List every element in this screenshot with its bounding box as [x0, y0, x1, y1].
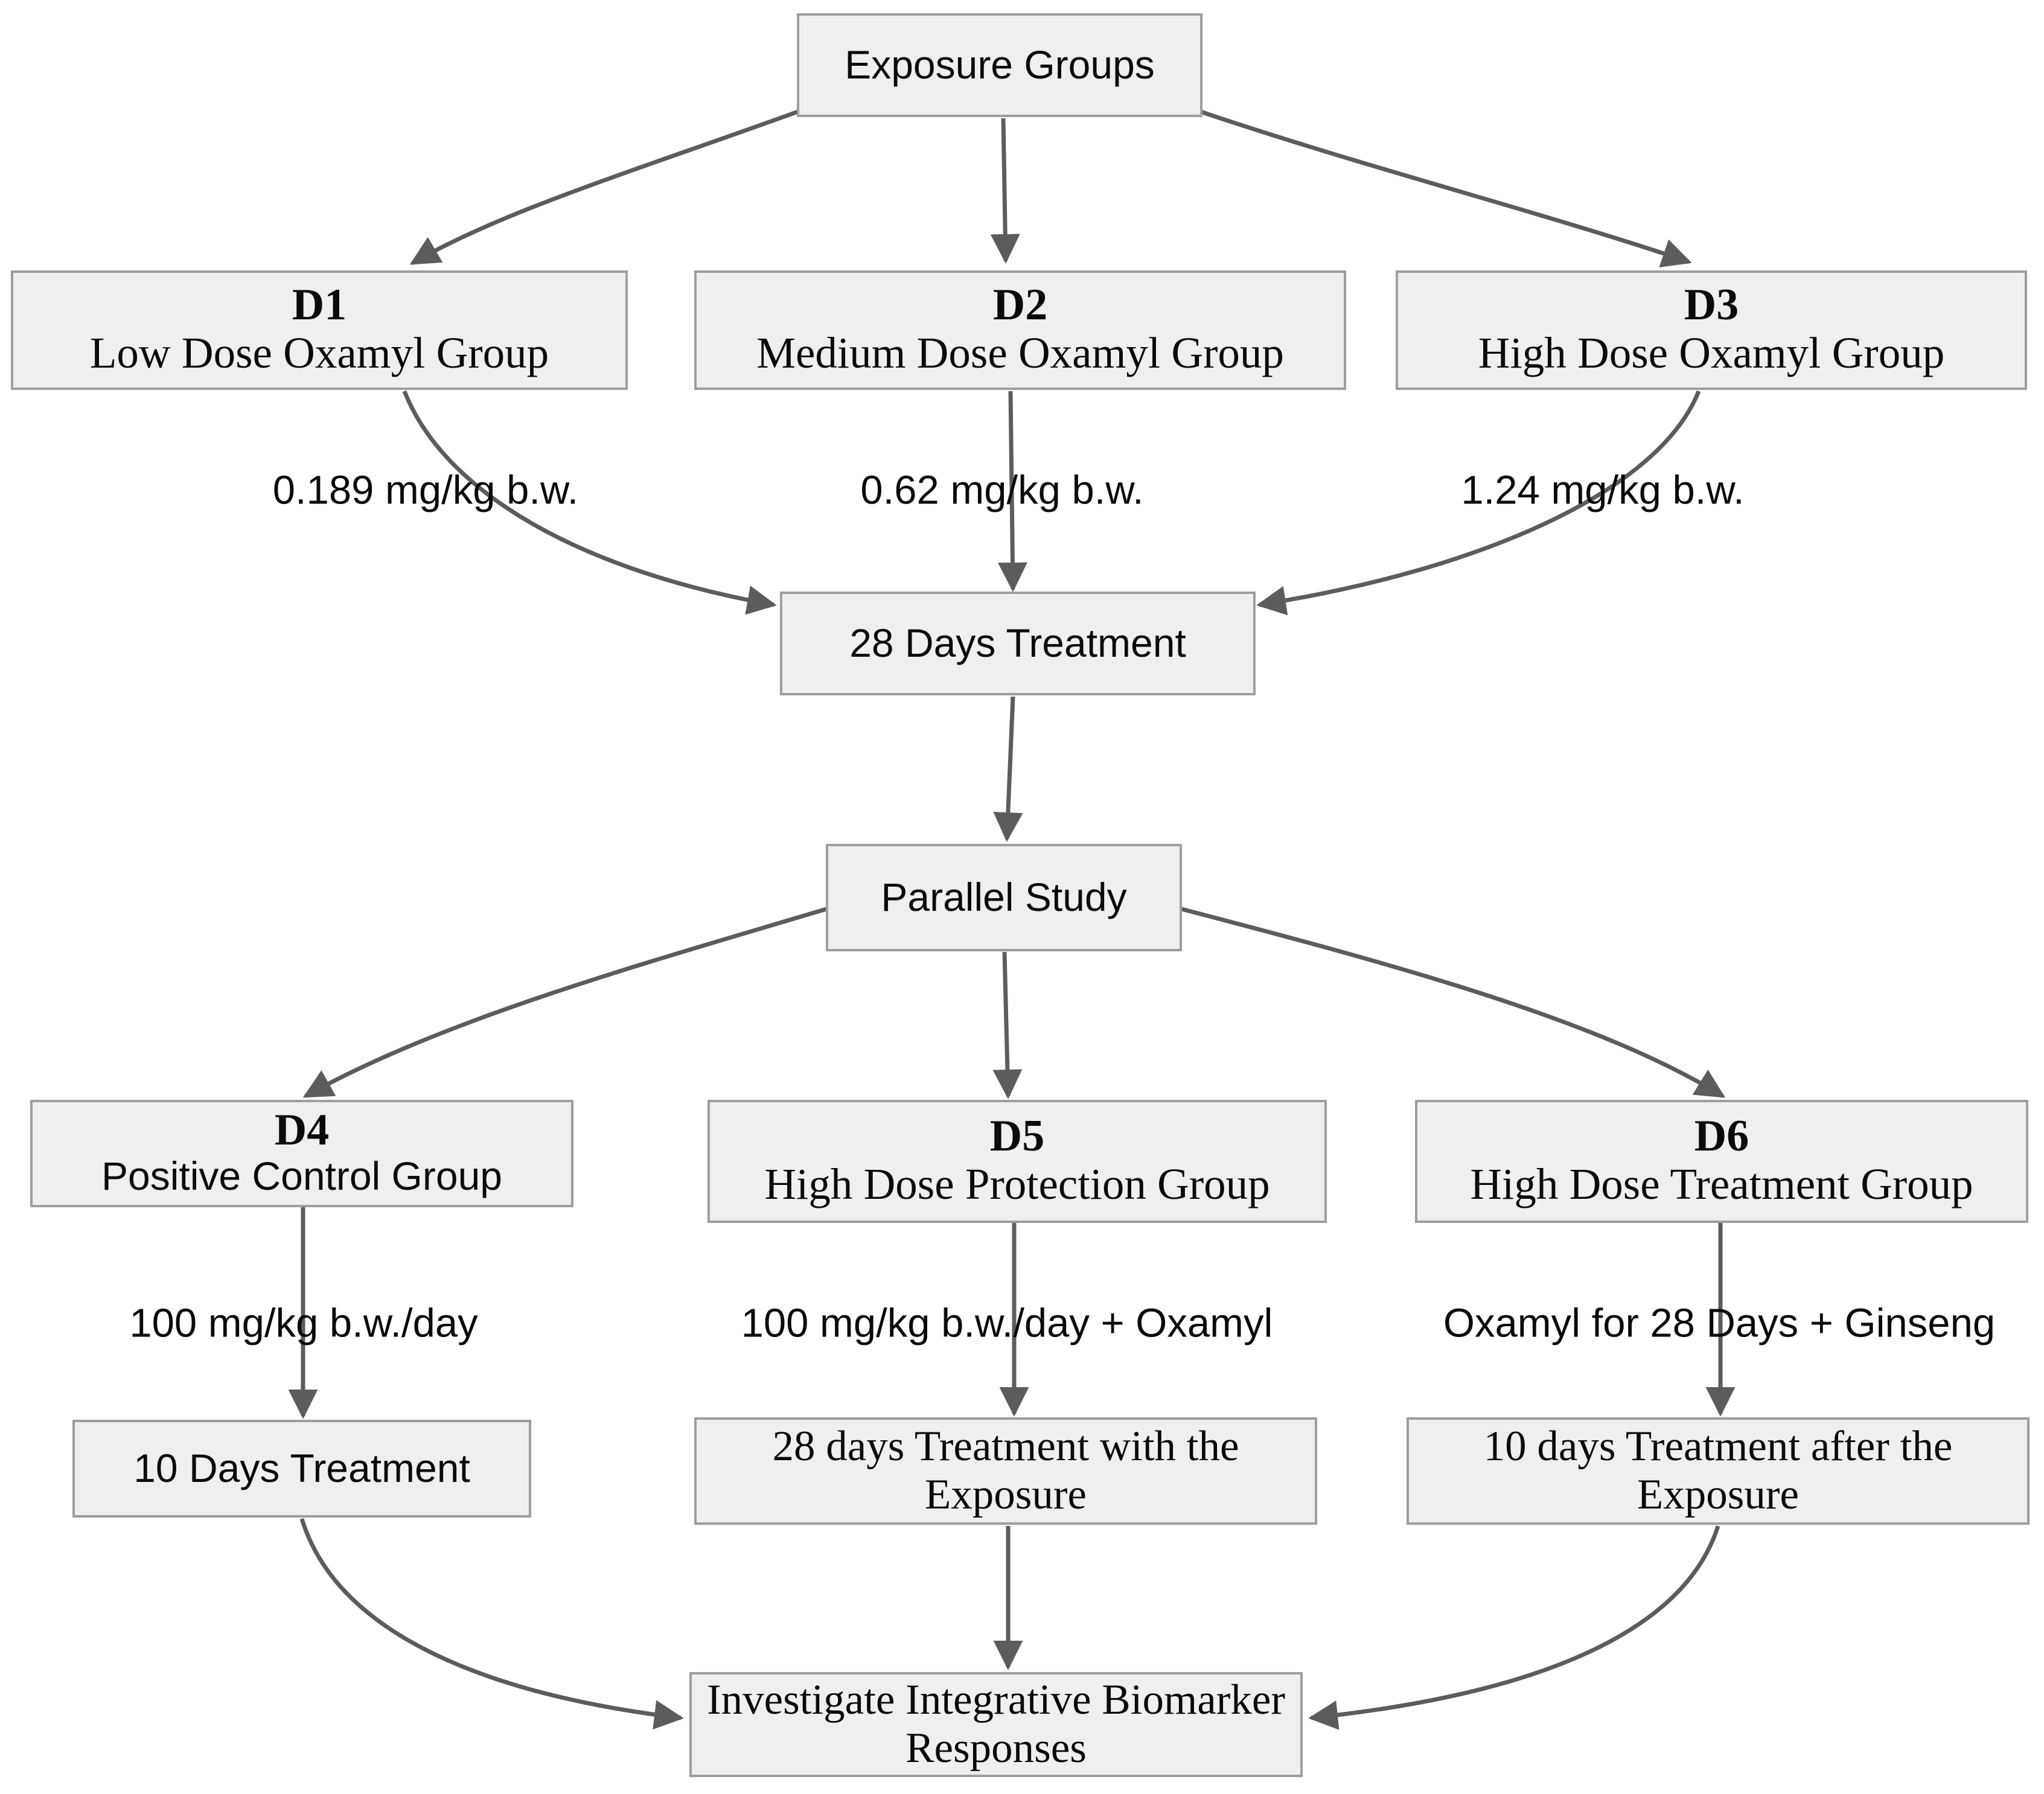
node-d1: D1 Low Dose Oxamyl Group: [11, 270, 628, 390]
edge-label-d1-dose: 0.189 mg/kg b.w.: [272, 467, 579, 513]
edge-d1-t28: [402, 390, 777, 615]
node-d5: D5 High Dose Protection Group: [707, 1100, 1327, 1223]
edge-exposure-d3: [1194, 107, 1692, 268]
node-label: High Dose Oxamyl Group: [1478, 328, 1945, 377]
node-10-days-treatment: 10 Days Treatment: [72, 1420, 531, 1518]
node-28-days-treatment: 28 Days Treatment: [780, 592, 1256, 695]
edge-t10e-final: [1308, 1525, 1720, 1730]
node-d3: D3 High Dose Oxamyl Group: [1396, 270, 2027, 390]
edge-t28-parallel: [993, 696, 1023, 842]
edge-parallel-d4: [302, 906, 829, 1099]
edge-label-d4-dose: 100 mg/kg b.w./day: [129, 1300, 478, 1346]
node-label: Medium Dose Oxamyl Group: [756, 328, 1284, 377]
node-id: D5: [989, 1111, 1045, 1161]
node-label: Investigate Integrative Biomarker Respon…: [706, 1676, 1286, 1772]
node-id: D1: [292, 280, 347, 330]
node-d2: D2 Medium Dose Oxamyl Group: [694, 270, 1346, 390]
node-parallel-study: Parallel Study: [826, 844, 1182, 951]
edge-label-d5-dose: 100 mg/kg b.w./day + Oxamyl: [741, 1300, 1273, 1346]
edge-d2-t28: [997, 391, 1027, 592]
node-id: D6: [1694, 1111, 1749, 1161]
node-label: Exposure Groups: [845, 42, 1155, 88]
node-label: Low Dose Oxamyl Group: [89, 328, 549, 377]
node-d6: D6 High Dose Treatment Group: [1415, 1100, 2028, 1223]
node-d4: D4 Positive Control Group: [30, 1100, 573, 1207]
edge-label-d6-dose: Oxamyl for 28 Days + Ginseng: [1443, 1300, 1996, 1346]
edge-exposure-d2: [990, 118, 1020, 264]
node-label: 10 Days Treatment: [133, 1446, 470, 1491]
edge-parallel-d6: [1179, 906, 1726, 1098]
edge-label-d2-dose: 0.62 mg/kg b.w.: [860, 467, 1144, 513]
node-investigate-biomarkers: Investigate Integrative Biomarker Respon…: [689, 1672, 1303, 1777]
node-label: Parallel Study: [881, 875, 1127, 920]
node-label: High Dose Treatment Group: [1470, 1159, 1973, 1208]
node-label: 28 days Treatment with the Exposure: [772, 1423, 1239, 1518]
node-id: D3: [1684, 280, 1739, 330]
node-label: 28 Days Treatment: [849, 621, 1186, 666]
edge-exposure-d1: [409, 107, 804, 266]
node-28-days-treatment-with-exposure: 28 days Treatment with the Exposure: [694, 1417, 1317, 1525]
node-10-days-treatment-after-exposure: 10 days Treatment after the Exposure: [1407, 1417, 2030, 1525]
edge-parallel-d5: [992, 951, 1023, 1099]
node-id: D4: [274, 1105, 330, 1155]
edge-t10-final: [299, 1518, 684, 1730]
node-id: D2: [992, 280, 1048, 330]
node-label: High Dose Protection Group: [764, 1159, 1270, 1208]
edge-label-d3-dose: 1.24 mg/kg b.w.: [1461, 467, 1745, 513]
edge-d3-t28: [1256, 390, 1701, 616]
node-label: 10 days Treatment after the Exposure: [1483, 1423, 1953, 1518]
node-label: Positive Control Group: [101, 1153, 502, 1198]
node-exposure-groups: Exposure Groups: [797, 13, 1202, 117]
